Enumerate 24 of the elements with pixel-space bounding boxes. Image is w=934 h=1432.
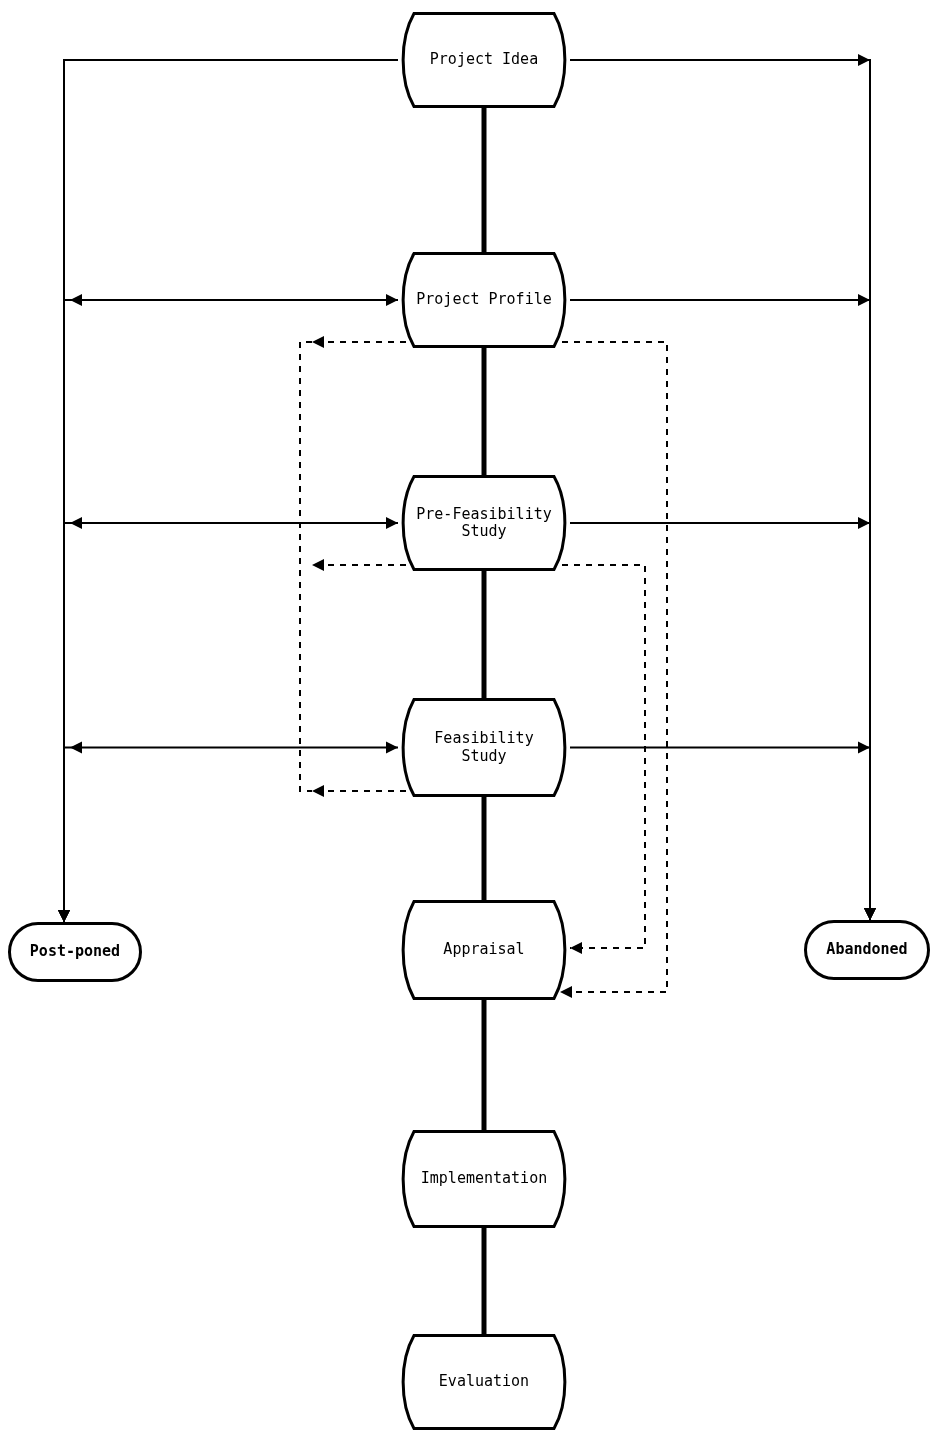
arrow <box>58 741 399 923</box>
node-label: Pre-Feasibility Study <box>415 505 553 541</box>
connector-line <box>481 108 487 252</box>
node-label: Evaluation <box>438 1373 530 1391</box>
connector-line <box>481 571 487 698</box>
feedback-arrow <box>311 785 407 797</box>
feedback-arrow <box>311 336 407 348</box>
node-label: Project Idea <box>429 51 539 69</box>
feedback-arrow <box>559 341 668 998</box>
connector-line <box>481 1000 487 1130</box>
connector-line <box>481 1228 487 1334</box>
terminal-node <box>804 920 930 980</box>
node-label: Post-poned <box>29 943 121 961</box>
node-label: Project Profile <box>416 291 552 309</box>
node-label: Abandoned <box>826 941 908 959</box>
node-label: Appraisal <box>443 941 525 959</box>
connector-line <box>481 797 487 900</box>
feedback-arrow <box>561 564 646 954</box>
terminal-node <box>8 922 142 982</box>
connector-line <box>481 348 487 475</box>
node-label: Implementation <box>420 1170 548 1188</box>
arrow <box>569 741 876 921</box>
node-label: Feasibility Study <box>433 730 535 765</box>
feedback-arrow <box>311 559 407 571</box>
